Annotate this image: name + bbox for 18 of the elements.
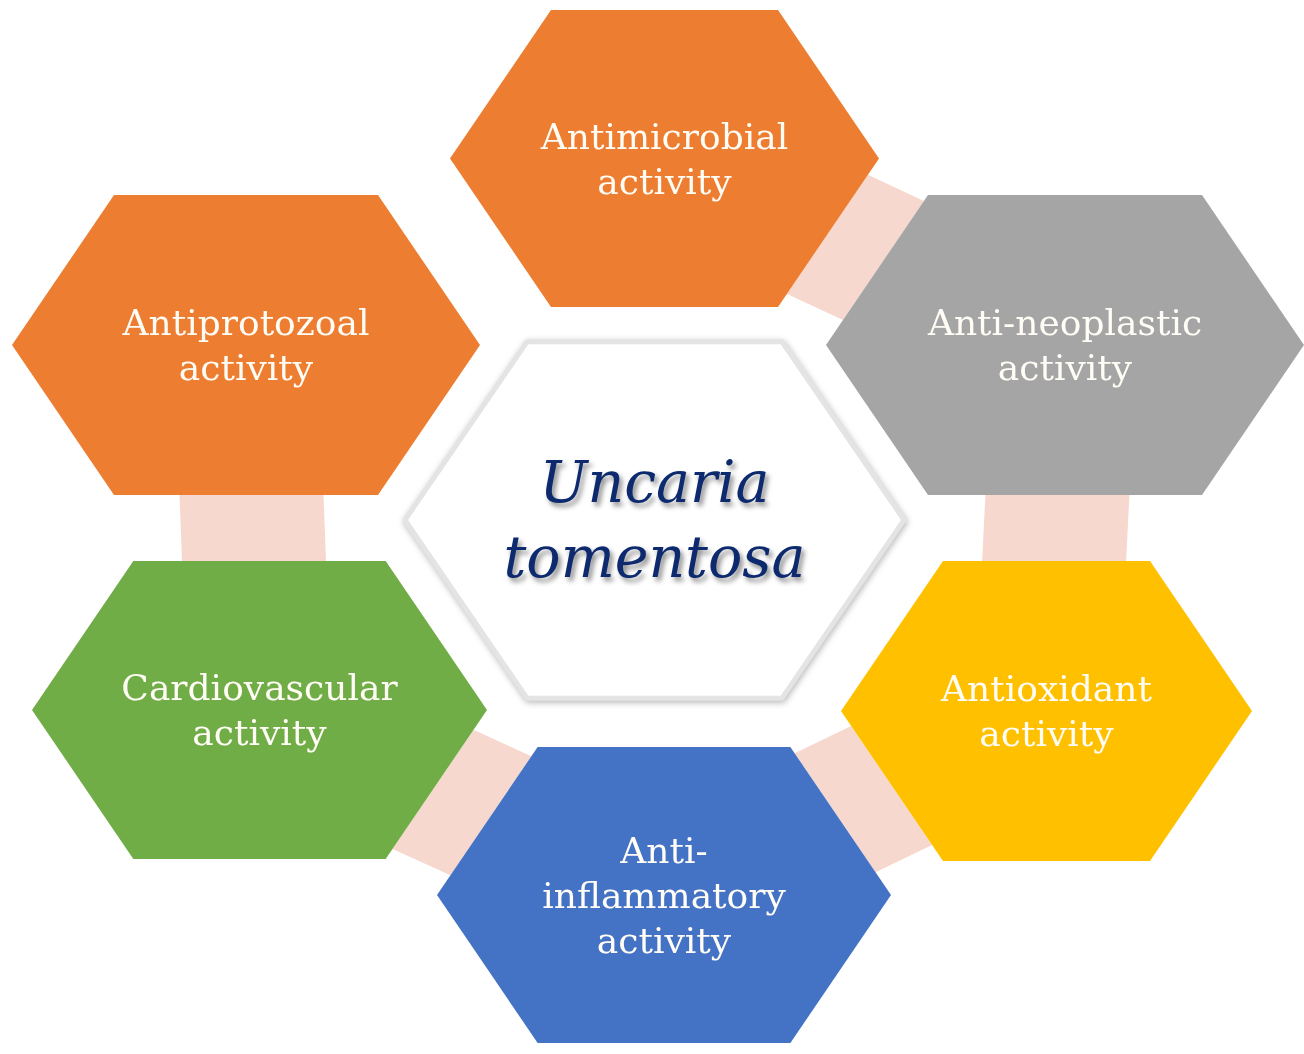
hexagon (450, 10, 879, 307)
hexagon (826, 195, 1304, 495)
connector-band (392, 729, 532, 876)
activity-label: Antioxidant activity (940, 667, 1153, 756)
connector-band (794, 726, 933, 873)
activity-label: Anti-neoplastic activity (926, 301, 1204, 390)
connector-band (179, 495, 326, 561)
hexagon (841, 561, 1252, 861)
hexagon (12, 195, 480, 495)
activity-label: Antimicrobial activity (539, 114, 790, 204)
hexagon (32, 561, 487, 859)
species-name: Uncaria tomentosa (502, 448, 807, 592)
connector-band (982, 495, 1130, 561)
activity-label: Anti-inflammatory activity (541, 828, 787, 963)
activity-label: Cardiovascular activity (120, 666, 399, 755)
hexagon (437, 747, 891, 1043)
activity-label: Antiprotozoal activity (121, 301, 371, 390)
connector-band (786, 174, 924, 320)
